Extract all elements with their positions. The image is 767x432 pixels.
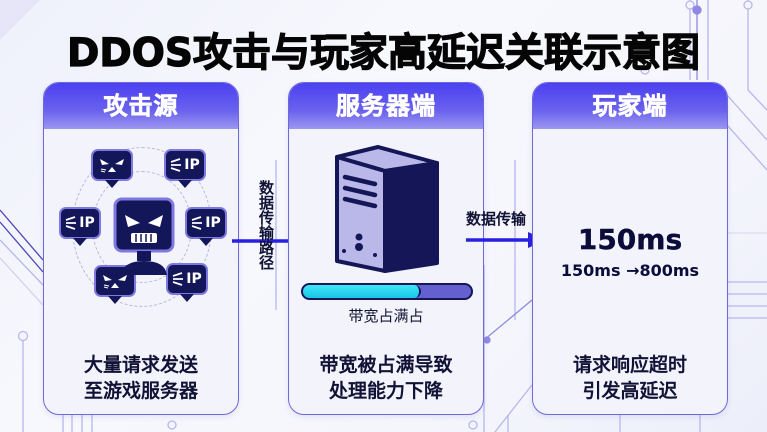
bandwidth-label: 带宽占满占	[348, 307, 424, 325]
card-attack-source: 攻击源 IP IP IP IP	[43, 82, 239, 415]
attack-source-description: 大量请求发送 至游戏服务器	[44, 352, 238, 404]
ip-label: IP	[79, 215, 95, 231]
bandwidth-progress-bar	[301, 283, 473, 300]
ip-label: IP	[205, 215, 221, 231]
attack-source-illustration: IP IP IP IP	[44, 129, 238, 329]
card-server: 服务器端 带宽占满占 带宽被占满导致 处理能力下降	[288, 82, 484, 415]
server-description: 带宽被占满导致 处理能力下降	[289, 352, 483, 404]
page-title: DDOS攻击与玩家高延迟关联示意图	[66, 30, 700, 76]
card-player: 玩家端 150ms 150ms →800ms 请求响应超时 引发高延迟	[532, 82, 728, 415]
ip-icon: IP	[185, 207, 227, 239]
footer-line-1: 带宽被占满导致	[319, 354, 453, 376]
card-header-player: 玩家端	[533, 83, 727, 129]
ip-icon: IP	[166, 263, 208, 295]
footer-line-1: 大量请求发送	[83, 354, 198, 376]
angry-monitor-icon	[113, 197, 175, 275]
bandwidth-progress-fill	[303, 285, 421, 298]
data-transfer-label: 数据传输	[466, 210, 527, 228]
footer-line-2: 至游戏服务器	[83, 380, 198, 402]
player-description: 请求响应超时 引发高延迟	[533, 352, 727, 404]
ip-label: IP	[186, 271, 202, 287]
footer-line-2: 引发高延迟	[582, 380, 678, 402]
ip-icon: IP	[164, 149, 206, 181]
footer-line-2: 处理能力下降	[328, 380, 443, 402]
card-header-server: 服务器端	[289, 83, 483, 129]
angry-face-icon	[91, 149, 133, 181]
footer-line-1: 请求响应超时	[572, 354, 687, 376]
ip-label: IP	[184, 157, 200, 173]
latency-value: 150ms	[577, 223, 683, 256]
card-header-attack-source: 攻击源	[44, 83, 238, 129]
server-tower-icon	[335, 145, 439, 273]
ip-icon: IP	[59, 207, 101, 239]
latency-change: 150ms →800ms	[560, 261, 700, 280]
data-path-label: 数据传输路径	[257, 180, 275, 270]
